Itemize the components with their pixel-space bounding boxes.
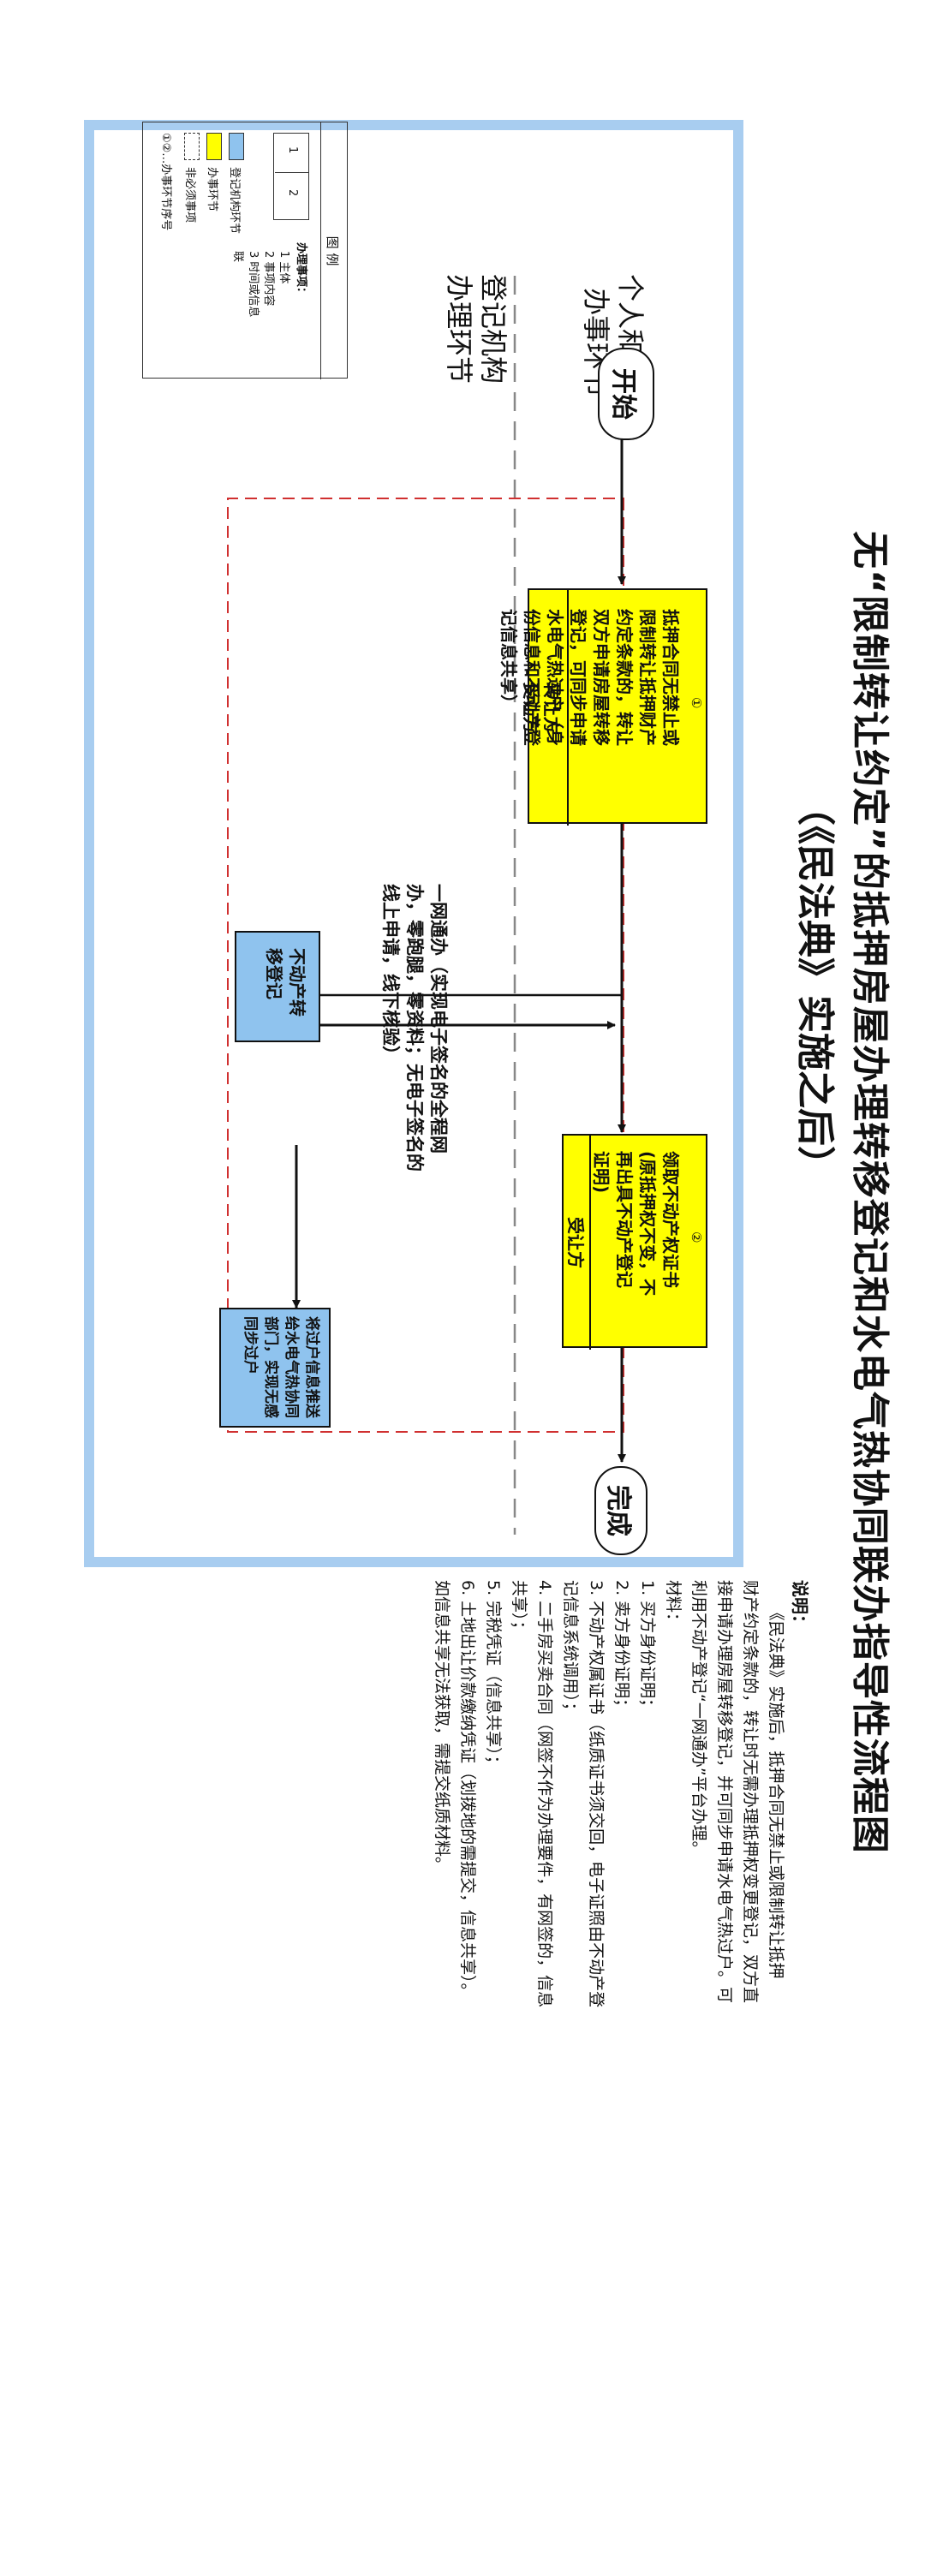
legend-heading: 图 例 <box>325 236 340 266</box>
one-stop-dashed-boundary <box>227 498 624 1433</box>
legend-row-4: ①②…办事环节序号 <box>159 133 172 231</box>
step1-number: ① <box>689 697 704 709</box>
reg1-box: 不动产转 移登记 <box>235 931 320 1042</box>
explanation-line-4: 利用不动产登记“一网通办”平台办理。 <box>689 1580 708 1857</box>
material-item-3: 3. 不动产权属证书（纸质证书须交回，电子证照由不动产登 <box>587 1580 606 2008</box>
legend-notes-title: 办理事项： <box>295 242 307 299</box>
explanation-line-2: 财产约定条款的，转让时无需办理抵押权变更登记，双方直 <box>741 1580 760 2004</box>
reg2-text: 将过户信息推送 给水电气热协同 部门，实现无感 同步过户 <box>242 1316 320 1418</box>
legend-note-4: 联 <box>231 251 244 263</box>
explanation-title: 说明： <box>790 1580 810 1631</box>
legend-note-2: 2 事项内容 <box>262 251 275 307</box>
legend-blue-swatch <box>229 133 244 160</box>
chart-title: 无“限制转让约定”的抵押房屋办理转移登记和水电气热协同联办指导性流程图 <box>848 531 892 1854</box>
material-item-6b: 如信息共享无法获取，需提交纸质材料。 <box>433 1580 451 1874</box>
legend-box-num-1: 1 <box>286 146 299 154</box>
explanation-line-1: 《民法典》实施后，抵押合同无禁止或限制转让抵押 <box>767 1580 785 1979</box>
end-node: 完成 <box>594 1466 648 1555</box>
legend-box-num-2: 2 <box>286 189 299 197</box>
legend-row-1: 登记机构环节 <box>228 167 241 235</box>
material-item-3b: 记信息系统调用）； <box>561 1580 580 1719</box>
material-item-4b: 共享）； <box>510 1580 528 1637</box>
material-item-1: 1. 买方身份证明； <box>638 1580 657 1715</box>
start-node: 开始 <box>598 348 654 440</box>
legend-row-2: 办事环节 <box>206 167 218 212</box>
reg2-box: 将过户信息推送 给水电气热协同 部门，实现无感 同步过户 <box>219 1308 331 1428</box>
material-item-2: 2. 卖方身份证明； <box>612 1580 631 1715</box>
legend-dashed-swatch <box>184 133 200 160</box>
explanation-line-3: 接申请办理房屋转移登记，并可同步申请水电气热过户。可 <box>715 1580 734 2004</box>
material-item-6: 6. 土地出让价款缴纳凭证（划拨地的需提交，信息共享）。 <box>458 1580 477 2000</box>
step2-side: 受让方 <box>565 1136 591 1350</box>
legend-divider <box>320 122 321 379</box>
connectors-layer <box>227 276 626 1535</box>
legend-yellow-swatch <box>206 133 222 160</box>
one-stop-note: 一网通办（实现电子签名的全程网 办，零跑腿，零资料；无电子签名的 线上申请，线下… <box>380 884 449 1172</box>
reg1-text: 不动产转 移登记 <box>264 948 307 1017</box>
step2-box: ② 领取不动产权证书 (原抵押权不变，不 再出具不动产登记 证明) 受让方 <box>562 1134 707 1350</box>
chart-subtitle: （《民法典》实施之后） <box>793 788 837 1184</box>
step1-side: 转让方 受让方 <box>521 590 569 826</box>
step1-box: ① 抵押合同无禁止或 限制转让抵押财产 约定条款的，转让 双方申请房屋转移 登记… <box>498 588 707 826</box>
step2-number: ② <box>689 1231 704 1243</box>
step2-text: 领取不动产权证书 (原抵押权不变，不 再出具不动产登记 证明) <box>591 1151 681 1297</box>
legend-row-3: 非必须事项 <box>183 167 196 224</box>
material-item-4: 4. 二手房买卖合同（网签不作为办理要件，有网签的，信息 <box>535 1580 554 2008</box>
legend-box-split <box>275 172 309 173</box>
explanation-panel: 说明： 《民法典》实施后，抵押合同无禁止或限制转让抵押 财产约定条款的，转让时无… <box>429 1580 814 2539</box>
material-item-5: 5. 完税凭证（信息共享）； <box>484 1580 503 1772</box>
flowchart-frame: 个人和银行 办事环节 登记机构 办理环节 <box>84 120 743 1567</box>
legend-note-1: 1 主体 <box>278 251 290 284</box>
materials-title: 材料： <box>664 1580 683 1630</box>
legend-note-3: 3 时间或信息 <box>247 251 260 318</box>
